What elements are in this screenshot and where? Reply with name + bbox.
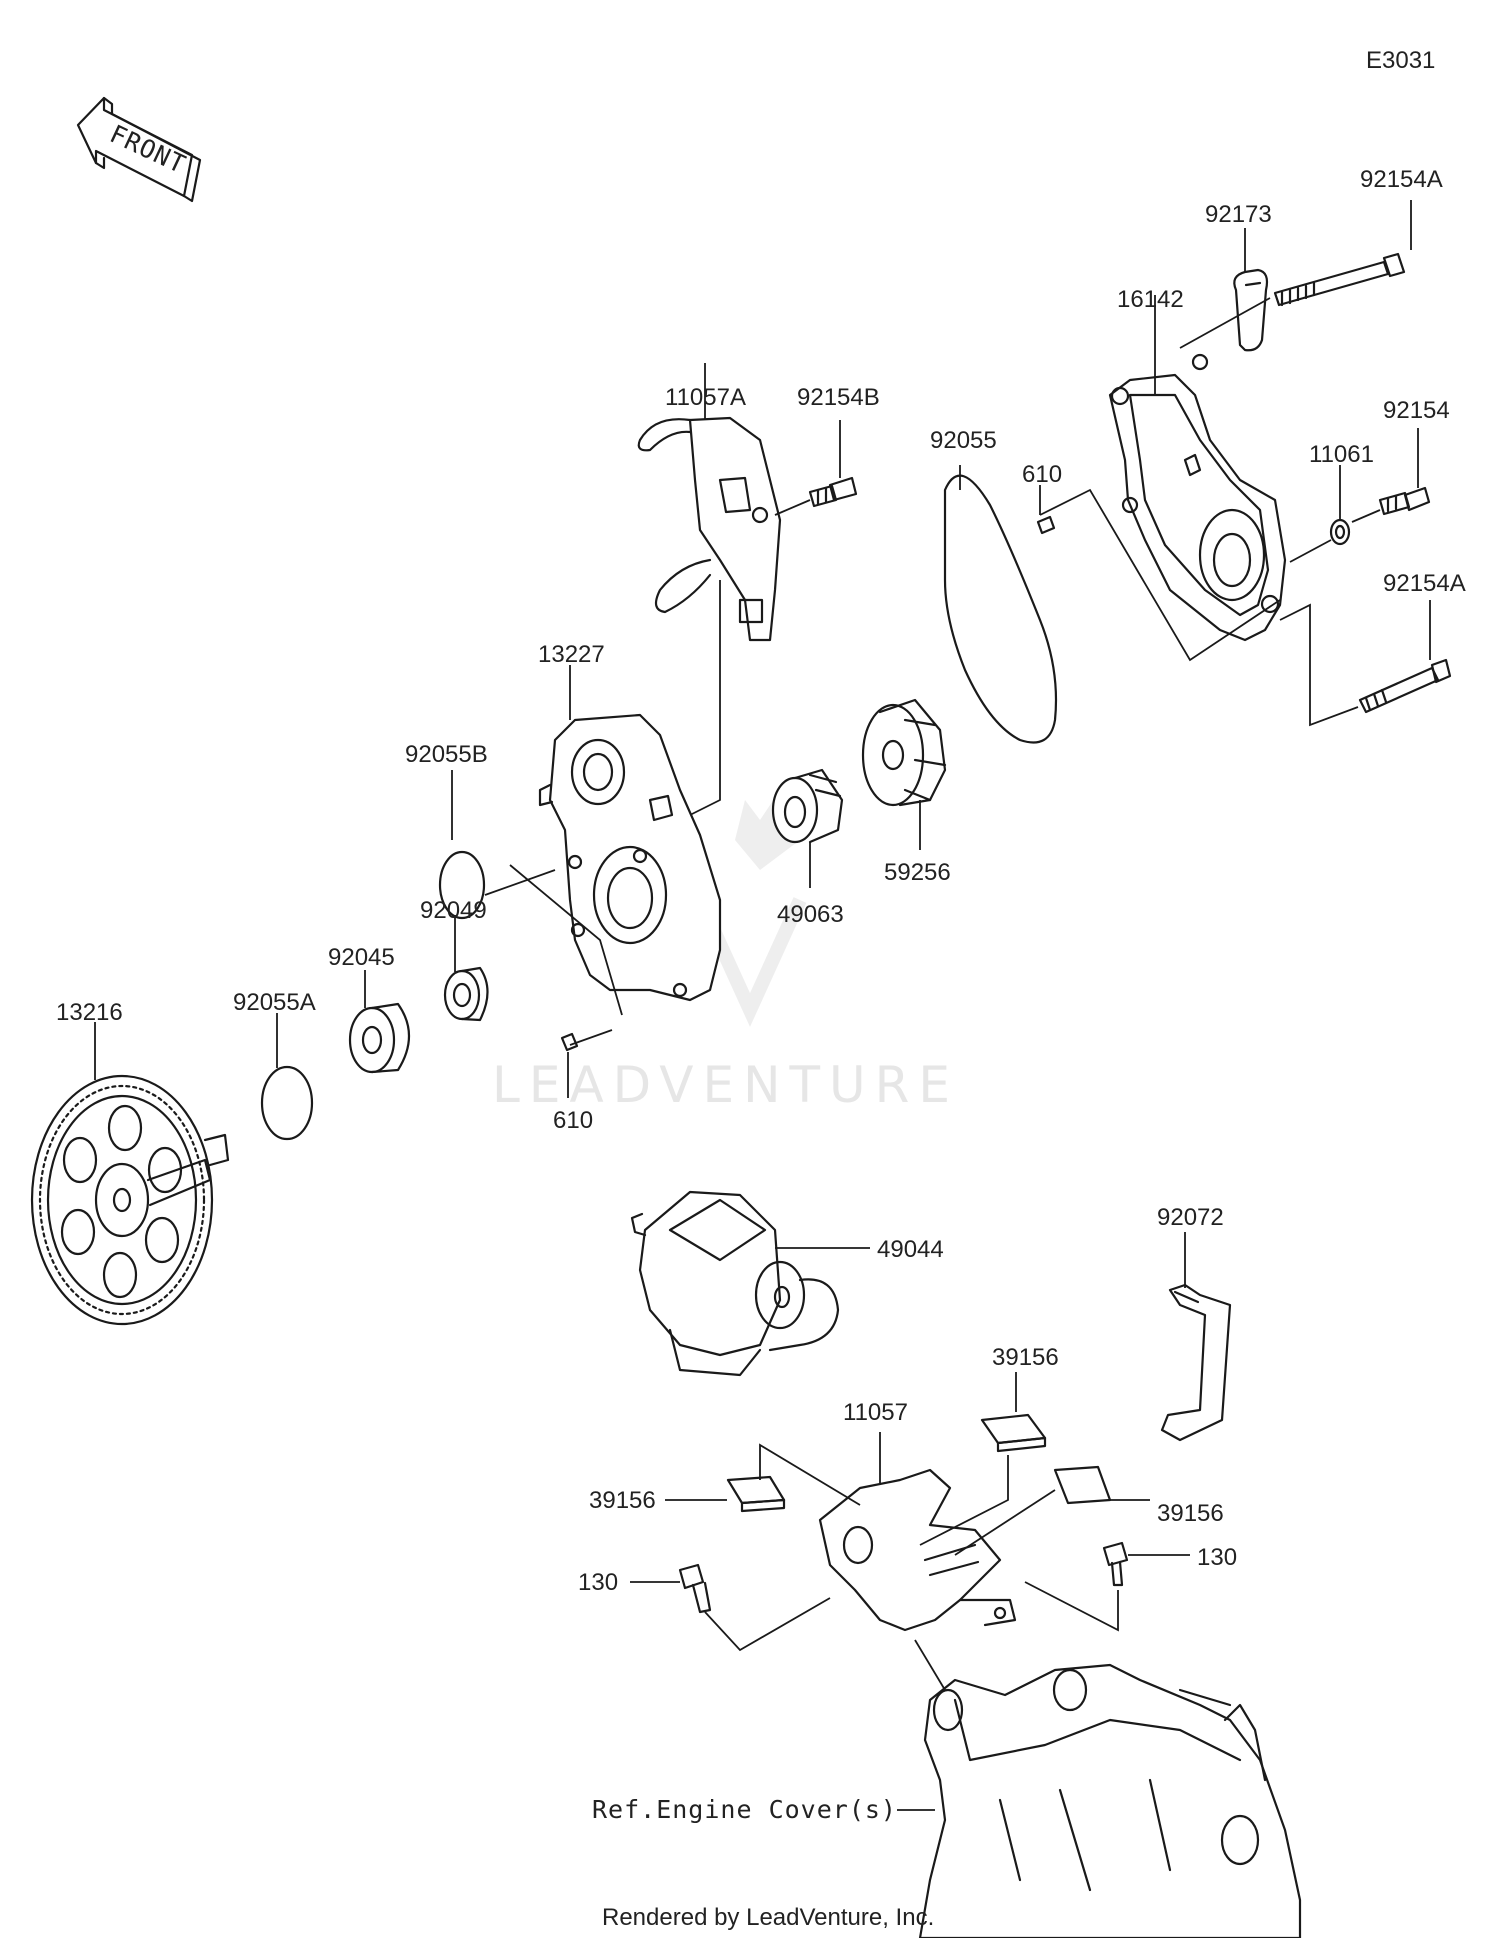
label-610-bottom: 610 — [553, 1107, 593, 1134]
label-49044: 49044 — [877, 1236, 944, 1263]
front-arrow-icon: FRONT — [76, 96, 202, 203]
oring-92055a — [260, 1065, 314, 1141]
label-92049: 92049 — [420, 897, 487, 924]
oring-92055 — [943, 474, 1058, 744]
watermark: LEADVENTURE — [492, 790, 959, 1114]
label-610-top: 610 — [1022, 461, 1062, 488]
label-39156-left: 39156 — [589, 1487, 656, 1514]
label-130-right: 130 — [1197, 1544, 1237, 1571]
label-92055a: 92055A — [233, 989, 316, 1016]
solenoid-49044 — [630, 1190, 840, 1377]
label-39156-right: 39156 — [1157, 1500, 1224, 1527]
ref-engine-cover-label: Ref.Engine Cover(s) — [592, 1795, 897, 1824]
label-92072: 92072 — [1157, 1204, 1224, 1231]
seal-49063 — [771, 768, 844, 844]
label-92173: 92173 — [1205, 201, 1272, 228]
footer-credit: Rendered by LeadVenture, Inc. — [602, 1904, 934, 1931]
bolt-92154a-bottom — [1358, 658, 1452, 714]
cover-16142 — [1108, 353, 1287, 642]
label-92154b: 92154B — [797, 384, 880, 411]
label-130-left: 130 — [578, 1569, 618, 1596]
pad-39156-left — [726, 1475, 786, 1513]
bearing-92045 — [348, 1002, 410, 1074]
seal-92049 — [443, 966, 489, 1022]
label-39156-top: 39156 — [992, 1344, 1059, 1371]
label-11061: 11061 — [1309, 441, 1374, 468]
label-11057: 11057 — [843, 1399, 908, 1426]
bracket-11057a — [637, 416, 782, 642]
label-13227: 13227 — [538, 641, 605, 668]
label-92154a-top: 92154A — [1360, 166, 1443, 193]
washer-11061 — [1329, 518, 1351, 546]
label-92154: 92154 — [1383, 397, 1450, 424]
label-92154a-bottom: 92154A — [1383, 570, 1466, 597]
pad-39156-top — [980, 1413, 1047, 1453]
label-92055: 92055 — [930, 427, 997, 454]
engine-cover — [918, 1663, 1302, 1938]
pad-39156-right — [1053, 1465, 1112, 1505]
label-16142: 16142 — [1117, 286, 1184, 313]
clip-92173 — [1233, 268, 1269, 352]
bolt-130-left — [678, 1563, 712, 1614]
label-92045: 92045 — [328, 944, 395, 971]
watermark-text: LEADVENTURE — [492, 1056, 959, 1114]
bracket-11057 — [818, 1468, 1017, 1632]
bolt-92154b — [808, 476, 858, 508]
label-49063: 49063 — [777, 901, 844, 928]
bolt-92154a-top — [1273, 252, 1406, 307]
gear-13216 — [30, 1074, 230, 1326]
label-59256: 59256 — [884, 859, 951, 886]
housing-13227 — [538, 713, 722, 1002]
bolt-130-right — [1102, 1541, 1129, 1587]
oring-92055b — [438, 850, 486, 920]
label-92055b: 92055B — [405, 741, 488, 768]
impeller-59256 — [861, 698, 947, 807]
pin-610-bottom — [560, 1032, 579, 1052]
pin-610-top — [1036, 515, 1056, 535]
bolt-92154 — [1378, 486, 1431, 516]
clamp-92072 — [1160, 1283, 1232, 1442]
diagram-code: E3031 — [1366, 47, 1435, 74]
label-11057a: 11057A — [665, 384, 746, 411]
label-13216: 13216 — [56, 999, 123, 1026]
